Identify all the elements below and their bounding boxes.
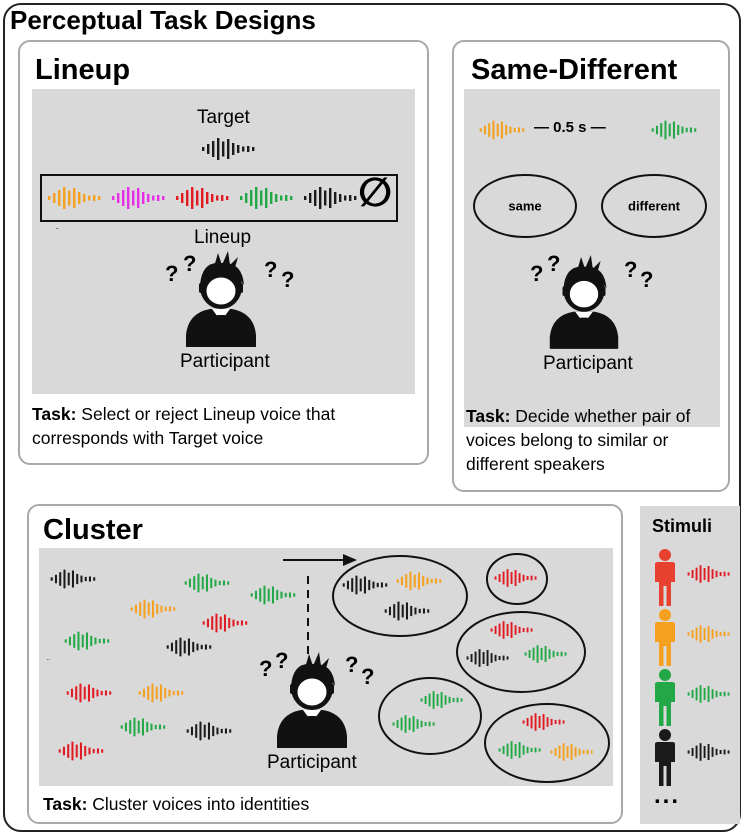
stimuli-panel: Stimuli ... (640, 506, 740, 824)
lineup-panel: Lineup Target ∅ ¨ Lineup ? ? ? ? Partici… (18, 40, 429, 465)
voice-waveform (58, 741, 104, 761)
voice-waveform (120, 717, 166, 737)
task-label: Task: (32, 404, 77, 424)
voice-waveform (420, 691, 463, 709)
voice-waveform (202, 613, 248, 633)
question-mark: ? (165, 261, 179, 286)
speaker-waveform-green (687, 685, 730, 703)
target-label: Target (197, 107, 250, 128)
voice-waveform (466, 649, 509, 667)
cluster-task-description: Task: Cluster voices into identities (43, 792, 603, 816)
stimulus-a-waveform (479, 120, 525, 140)
same-different-diagram-area: — 0.5 s — same different ? ? ? ? Partici… (464, 89, 720, 427)
lineup-waveform-orange (48, 187, 101, 209)
question-mark: ? (530, 261, 544, 286)
question-mark: ? (183, 251, 197, 276)
voice-waveform (166, 637, 212, 657)
question-mark: ? (264, 257, 278, 282)
lineup-waveform-magenta (112, 187, 165, 209)
speaker-icon-black (655, 729, 675, 786)
figure-frame (3, 3, 741, 832)
question-mark: ? (624, 257, 638, 282)
same-option-label: same (508, 198, 542, 214)
voice-waveform (184, 573, 230, 593)
cluster-panel: Cluster ¨ ? ? ? ? Participant (27, 504, 623, 824)
voice-waveform (498, 741, 541, 759)
voice-waveform (524, 645, 567, 663)
voice-waveform (490, 621, 533, 639)
cluster-title: Cluster (43, 514, 143, 546)
voice-cluster (456, 611, 586, 693)
same-different-title: Same-Different (471, 54, 678, 86)
lineup-waveform-red (176, 187, 229, 209)
voice-cluster (378, 677, 482, 755)
speaker-icon-red (655, 549, 675, 606)
different-option-label: different (628, 198, 680, 214)
same-different-task-description: Task: Decide whether pair of voices belo… (466, 404, 728, 476)
question-mark: ? (547, 251, 561, 276)
question-mark: ? (640, 267, 654, 292)
different-option[interactable] (600, 173, 708, 239)
stray-mark: ¨ (56, 227, 59, 236)
same-different-panel: Same-Different — 0.5 s — same different … (452, 40, 730, 492)
voice-waveform (50, 569, 96, 589)
participant-icon (549, 255, 619, 349)
voice-waveform (550, 743, 593, 761)
voice-cluster (484, 703, 610, 783)
interval-label: — 0.5 s — (534, 119, 606, 136)
lineup-waveform-black (304, 187, 357, 209)
dashed-divider (307, 576, 309, 658)
participant-label: Participant (180, 351, 270, 372)
lineup-waveform-green (240, 187, 293, 209)
stimulus-b-waveform (651, 120, 697, 140)
arrow-right-icon (283, 554, 357, 566)
lineup-label: Lineup (194, 227, 252, 248)
speaker-icon-orange (655, 609, 675, 666)
voice-waveform (342, 575, 388, 595)
task-label: Task: (466, 406, 511, 426)
participant-icon (277, 652, 347, 748)
voice-waveform (138, 683, 184, 703)
speaker-waveform-red (687, 565, 730, 583)
participant-label: Participant (267, 752, 357, 773)
lineup-box: ∅ (40, 170, 398, 222)
stray-mark: ¨ (47, 658, 50, 667)
voice-cluster (486, 553, 548, 605)
stimuli-title: Stimuli (652, 516, 713, 536)
voice-waveform (494, 569, 537, 587)
task-text: Decide whether pair of voices belong to … (466, 406, 691, 474)
question-mark: ? (275, 648, 289, 673)
question-mark: ? (281, 267, 295, 292)
participant-label: Participant (543, 353, 633, 374)
voice-waveform (392, 715, 435, 733)
task-label: Task: (43, 794, 88, 814)
task-text: Cluster voices into identities (87, 794, 310, 814)
speaker-waveform-black (687, 743, 730, 761)
participant-icon (186, 251, 256, 347)
speaker-icon-green (655, 669, 675, 726)
lineup-title: Lineup (35, 54, 131, 86)
cluster-diagram-area: ¨ ? ? ? ? Participant (39, 548, 613, 786)
speaker-waveform-orange (687, 625, 730, 643)
voice-waveform (396, 571, 442, 591)
lineup-diagram-area: Target ∅ ¨ Lineup ? ? ? ? Participant (32, 89, 415, 394)
question-mark: ? (345, 652, 359, 677)
voice-waveform (250, 585, 296, 605)
voice-waveform (384, 601, 430, 621)
voice-cluster (332, 555, 468, 637)
question-mark: ? (259, 656, 273, 681)
voice-waveform (522, 713, 565, 731)
lineup-task-description: Task: Select or reject Lineup voice that… (32, 402, 424, 450)
voice-waveform (64, 631, 110, 651)
voice-waveform (186, 721, 232, 741)
voice-waveform (130, 599, 176, 619)
reject-symbol: ∅ (358, 170, 393, 216)
figure-title: Perceptual Task Designs (10, 5, 316, 35)
same-option[interactable] (472, 173, 578, 239)
target-waveform (202, 138, 255, 160)
more-stimuli-ellipsis: ... (654, 782, 681, 809)
question-mark: ? (361, 664, 375, 689)
voice-waveform (66, 683, 112, 703)
task-text: Select or reject Lineup voice that corre… (32, 404, 336, 448)
